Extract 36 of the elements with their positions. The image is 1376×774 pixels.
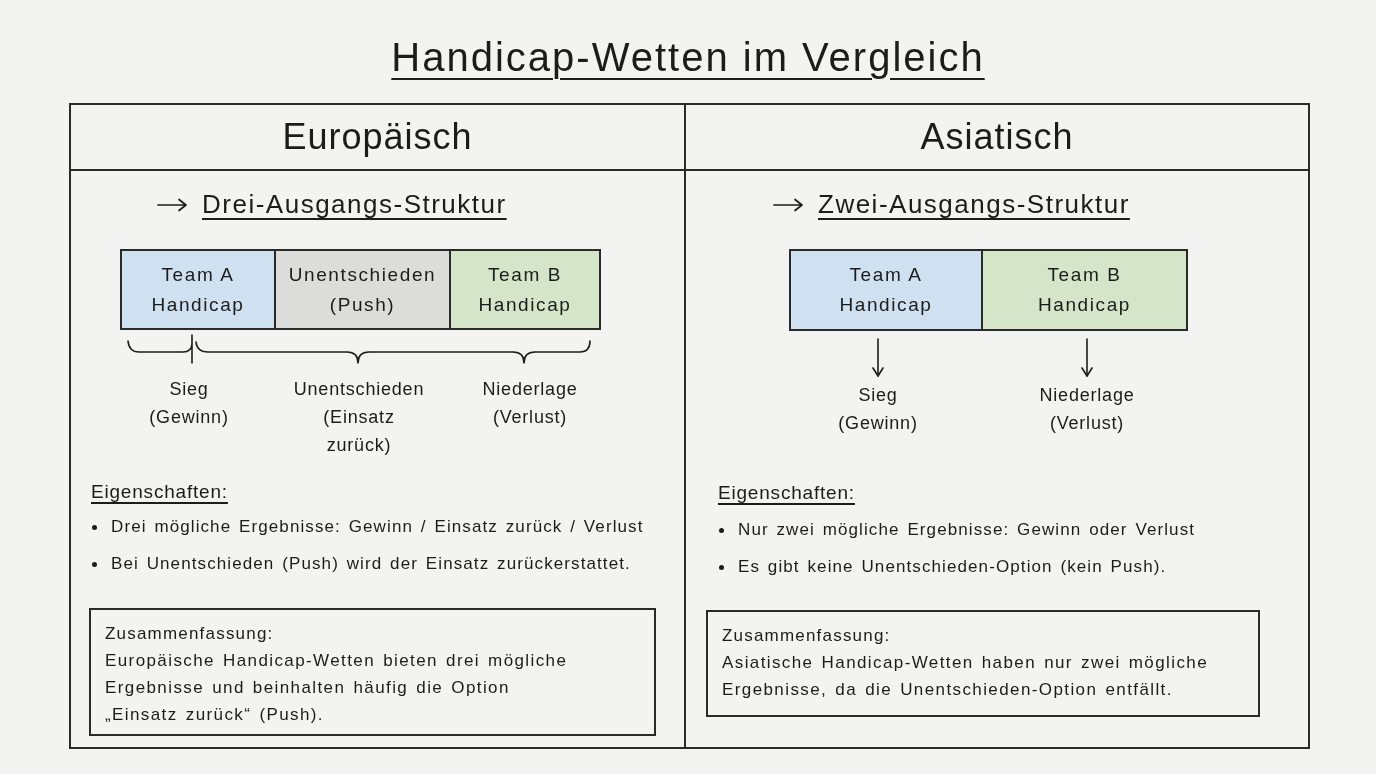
comparison-column	[684, 103, 1310, 749]
section-subheading: Zwei-Ausgangs-Struktur	[818, 189, 1130, 219]
column-header: Europäisch	[71, 105, 684, 171]
properties-heading: Eigenschaften:	[718, 481, 855, 505]
summary-text: Asiatische Handicap-Wetten haben nur zwei mögliche Ergebnisse, da die Unentschieden-Option entfällt.	[722, 652, 1210, 701]
properties-heading: Eigenschaften:	[91, 480, 228, 504]
summary-box	[89, 608, 656, 736]
diagram-title: Handicap-Wetten im Vergleich	[391, 34, 985, 81]
summary-text: Europäische Handicap-Wetten bieten drei mögliche Ergebnisse und beinhalten häufig die Option „Einsatz zurück“ (Push).	[105, 650, 569, 726]
segment-label: Team A Handicap	[838, 263, 934, 317]
outcome-segment	[449, 249, 601, 330]
segment-label: Team B Handicap	[477, 262, 573, 317]
outcome-segment	[274, 249, 451, 330]
outcome-segment	[981, 249, 1188, 331]
summary-heading: Zusammenfassung:	[722, 625, 891, 647]
column-header: Asiatisch	[686, 105, 1308, 171]
outcome-label: Niederlage (Verlust)	[1022, 381, 1152, 437]
outcome-label: Niederlage (Verlust)	[481, 378, 579, 429]
segment-label: Team B Handicap	[1036, 263, 1133, 317]
outcome-segment	[789, 249, 983, 331]
arrow	[1081, 338, 1093, 377]
outcome-segment	[120, 249, 276, 330]
bullet-text: Es gibt keine Unentschieden-Option (kein Push).	[738, 556, 1167, 578]
bullet-text: Bei Unentschieden (Push) wird der Einsatz zurückerstattet.	[111, 553, 631, 575]
section-subheading: Drei-Ausgangs-Struktur	[202, 189, 507, 219]
arrow	[872, 338, 884, 377]
bullet-text: Drei mögliche Ergebnisse: Gewinn / Einsatz zurück / Verlust	[111, 516, 644, 538]
outcome-label: Sieg (Gewinn)	[817, 381, 939, 437]
outcome-label: Unentschieden (Einsatz zurück)	[292, 378, 426, 457]
segment-label: Unentschieden (Push)	[287, 262, 438, 317]
summary-box	[706, 610, 1260, 717]
bullet-text: Nur zwei mögliche Ergebnisse: Gewinn oder Verlust	[738, 519, 1196, 541]
comparison-column	[69, 103, 686, 749]
outcome-label: Sieg (Gewinn)	[148, 378, 230, 429]
summary-heading: Zusammenfassung:	[105, 623, 274, 645]
segment-label: Team A Handicap	[150, 262, 246, 317]
